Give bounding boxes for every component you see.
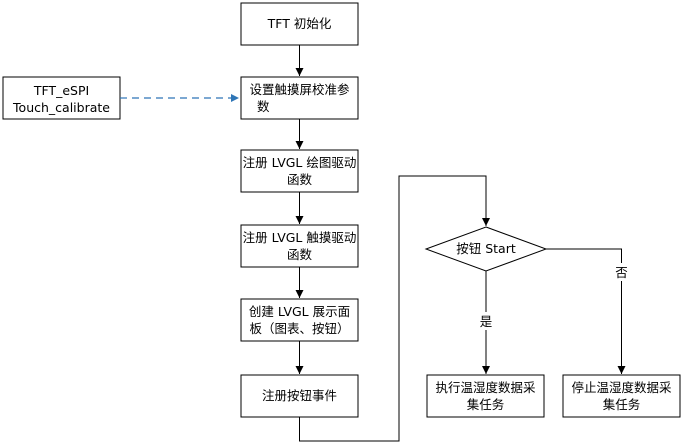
register-draw-driver-label-line1: 注册 LVGL 绘图驱动 xyxy=(243,155,357,170)
register-draw-driver-box xyxy=(240,149,359,193)
stop-collection-task-label-line2: 集任务 xyxy=(603,397,641,412)
touch-calibrate-lib-box xyxy=(2,76,121,120)
run-collection-task-label-line1: 执行温湿度数据采 xyxy=(435,380,536,395)
register-touch-driver-label-line2: 函数 xyxy=(287,247,313,262)
set-touch-params-label-line2: 数 xyxy=(257,99,270,114)
touch-calibrate-lib-label-line1: TFT_eSPI xyxy=(33,83,89,98)
no-label-bg xyxy=(612,263,630,281)
stop-collection-task-label-line1: 停止温湿度数据采 xyxy=(571,380,672,395)
create-panel-label-line1: 创建 LVGL 展示面 xyxy=(249,304,350,319)
tft-init-label: TFT 初始化 xyxy=(267,16,332,31)
no-label: 否 xyxy=(615,265,628,280)
tft-init-box xyxy=(240,2,359,46)
register-draw-driver-label-line2: 函数 xyxy=(287,172,313,187)
register-button-event-label: 注册按钮事件 xyxy=(262,388,337,403)
set-touch-params-label-line1: 设置触摸屏校准参 xyxy=(249,82,350,97)
yes-label: 是 xyxy=(480,314,493,329)
set-touch-params-box xyxy=(240,76,359,120)
run-collection-task-label-line2: 集任务 xyxy=(467,397,505,412)
arrow-decision-no xyxy=(546,248,626,374)
run-collection-task-box xyxy=(426,374,545,418)
start-button-decision-label: 按钮 Start xyxy=(456,241,516,256)
arrow-button-event-to-decision xyxy=(299,175,490,442)
touch-calibrate-lib-label-line2: Touch_calibrate xyxy=(12,100,110,115)
create-panel-label-line2: 板（图表、按钮） xyxy=(249,321,349,336)
yes-label-bg xyxy=(477,312,495,330)
stop-collection-task-box xyxy=(562,374,681,418)
register-touch-driver-label-line1: 注册 LVGL 触摸驱动 xyxy=(243,230,357,245)
create-panel-box xyxy=(240,298,359,342)
